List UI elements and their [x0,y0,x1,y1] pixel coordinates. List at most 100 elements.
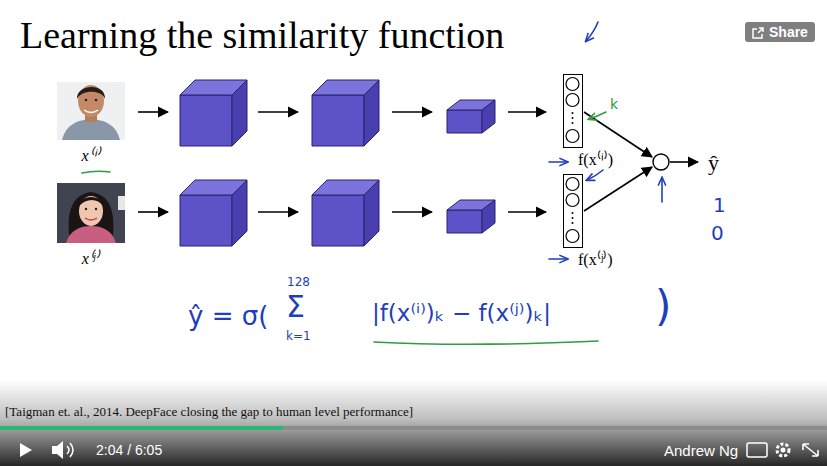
background-sign [118,196,125,210]
share-button: Share [745,22,815,42]
vector-units [564,75,581,146]
author-name: Andrew Ng [664,442,738,459]
play-icon [20,443,32,457]
formula-part: |f(x⁽ⁱ⁾)ₖ − f(x⁽ʲ⁾)ₖ| [372,300,551,326]
player-shade [0,380,827,466]
ink-arrow [586,22,598,41]
encoding-label: f(x⁽ⁱ⁾) [578,151,613,169]
photo-ground [57,183,125,243]
video-time: 2:04 / 6:05 [96,442,162,458]
cube-front [312,95,364,146]
top [66,226,116,243]
sum-limit: k=1 [286,330,311,344]
input-image: x⁽ʲ⁾ [57,183,125,243]
index-note: k [610,96,618,112]
input-label: x⁽ⁱ⁾ [82,147,100,165]
output-unit [653,154,669,170]
shirt [62,119,120,140]
cube-front [447,210,482,233]
settings-hub [781,448,786,453]
vector-unit [566,94,579,107]
vector-unit [566,178,579,191]
citation: [Taigman et. al., 2014. DeepFace closing… [5,405,413,420]
ink-arrow [549,258,567,260]
cube-side [232,80,247,146]
volume-icon [52,441,63,459]
ellipsis-dot [572,212,574,214]
formula-part: ) [655,283,671,331]
vector-unit [566,230,579,243]
fringe [79,197,103,206]
eye [85,99,88,102]
ellipsis-dot [572,122,574,124]
arrow [258,211,298,213]
eye [95,208,97,210]
captions-icon [747,443,767,457]
volume-waves [67,443,73,457]
eye [85,208,87,210]
cube-front [180,195,232,246]
progress-track [0,426,827,430]
target-value: 1 [713,194,726,217]
cube-side [482,200,495,233]
cube-side [364,180,379,246]
video-player-bar [0,380,827,466]
ellipsis-dot [572,112,574,114]
arrow [138,211,168,213]
ink-underline [374,341,598,344]
ink-arrow [587,170,603,180]
conv-volumes [180,80,495,246]
encoding-vector: f(x⁽ʲ⁾) [563,174,583,248]
vector-unit [566,78,579,91]
face-photo [57,82,125,140]
arrow [392,211,432,213]
arrow [584,112,652,157]
ellipsis-dot [572,117,574,119]
face-photo [57,183,125,243]
cube-front [447,110,482,133]
handwriting [82,22,662,344]
eye [95,99,98,102]
arrow [258,111,298,113]
slide-title: Learning the similarity function [20,14,504,58]
arrow [584,167,652,211]
input-image: x⁽ⁱ⁾ [57,82,125,140]
share-glyph [753,28,763,38]
share-icon [751,26,765,40]
sum-limit: 128 [287,276,310,290]
cube-side [364,80,379,146]
arrow [392,111,432,113]
face [79,196,103,226]
ellipsis-dot [572,217,574,219]
encoding-vector: f(x⁽ⁱ⁾) [563,74,583,148]
photo-ground [57,82,125,140]
hair [77,87,105,99]
smile [84,110,98,113]
encoding-label: f(x⁽ʲ⁾) [578,251,612,269]
arrow [670,161,698,163]
arrow [508,211,546,213]
cube-side [482,100,495,133]
sum-sign: Σ [286,290,305,325]
progress-fill [0,426,283,430]
target-value: 0 [711,222,724,245]
formula-part: ŷ = σ( [188,302,268,332]
expand-icon [803,444,818,456]
cube-front [312,195,364,246]
smile [85,218,97,220]
ink-arrow [549,161,567,163]
ellipsis-dot [572,222,574,224]
arrow [508,111,546,113]
button-label: Share [769,24,808,40]
input-label: x⁽ʲ⁾ [82,250,100,268]
settings-icon [777,444,789,456]
ink-arrow [661,178,663,202]
output-label: ŷ [708,150,719,175]
ink-underline [82,171,110,173]
ink-arrow [589,112,606,119]
cube-front [180,95,232,146]
vector-units [564,175,581,246]
cube-side [232,180,247,246]
